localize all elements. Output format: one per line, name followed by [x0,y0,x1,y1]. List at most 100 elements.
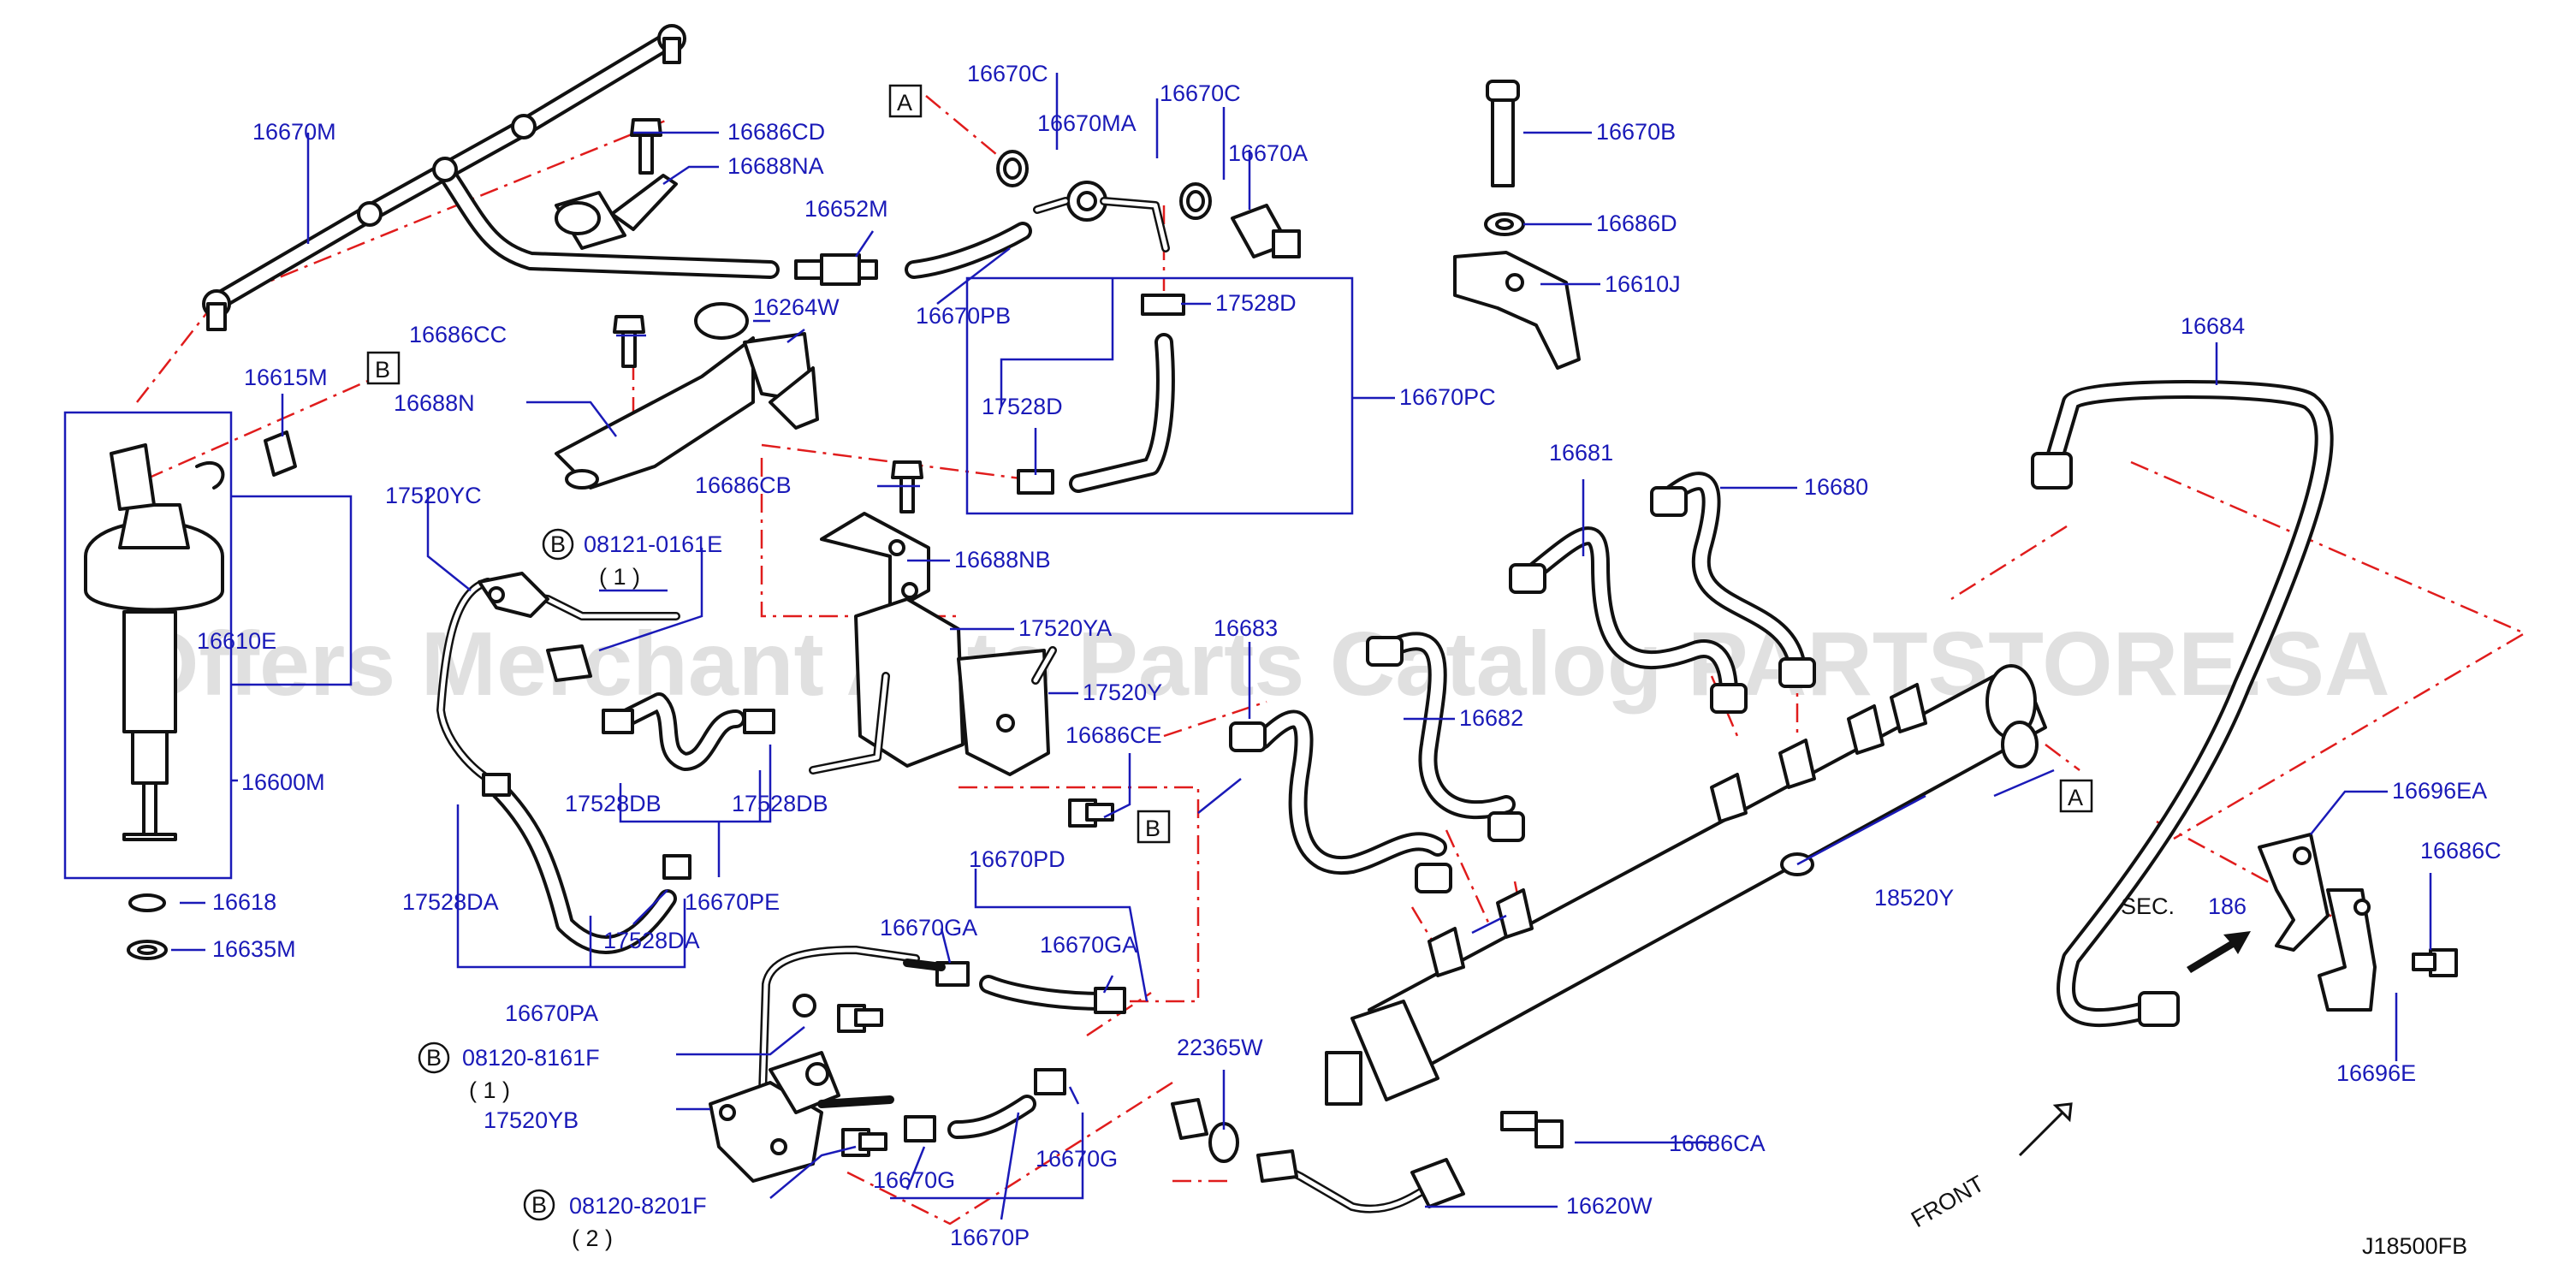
label-08120-8201f-qty: ( 2 ) [572,1225,613,1251]
label-16670c-2[interactable]: 16670C [1160,80,1241,106]
tube-17520yc [436,572,691,954]
injector-16600m [84,443,225,841]
label-16264w[interactable]: 16264W [753,294,840,320]
label-16670ma[interactable]: 16670MA [1037,110,1137,136]
clip-16688na [555,174,678,250]
front-arrow-icon [2018,1102,2073,1157]
leak-off-pipe [202,24,780,331]
part-labels[interactable]: 16670M 16686CD 16688NA 16670C 16670C 166… [197,61,2502,1259]
label-08120-8161f[interactable]: 08120-8161F [462,1045,600,1071]
ref-tag-a-top [888,84,923,118]
seals [127,893,168,960]
sec-arrow-icon [2187,931,2251,973]
label-16686cd[interactable]: 16686CD [727,119,825,145]
label-16686cb[interactable]: 16686CB [695,472,792,498]
label-16670a[interactable]: 16670A [1228,140,1308,166]
sec-label: SEC. [2121,893,2175,919]
label-17528d-1[interactable]: 17528D [1215,290,1297,316]
label-17528db-1[interactable]: 17528DB [565,791,662,816]
sec-number-link[interactable]: 186 [2208,893,2247,919]
label-16682[interactable]: 16682 [1459,705,1523,731]
ref-tags: A A B B B B B [366,84,2093,1221]
label-16670pe[interactable]: 16670PE [685,889,780,915]
label-17520yb[interactable]: 17520YB [484,1107,579,1133]
label-16620w[interactable]: 16620W [1566,1193,1653,1219]
bolt-08120 [837,1004,887,1157]
bolt-16670b [1453,80,1581,370]
bracket-17520y [809,597,1057,776]
label-16610e[interactable]: 16610E [197,628,276,654]
bolt-circle-b-1 [542,528,574,561]
label-17520y[interactable]: 17520Y [1083,680,1162,705]
label-17528da-1[interactable]: 17528DA [402,889,499,915]
label-16670pc[interactable]: 16670PC [1399,384,1496,410]
label-16618[interactable]: 16618 [212,889,276,915]
label-16670m[interactable]: 16670M [252,119,336,145]
label-17528d-2[interactable]: 17528D [982,394,1063,419]
label-08121-0161e-qty: ( 1 ) [599,564,640,590]
label-16670pd[interactable]: 16670PD [969,846,1065,872]
hose-16670pd [817,958,1126,1142]
label-16670ga-2[interactable]: 16670GA [1040,932,1137,958]
bolt-circle-b-3-text: B [531,1192,547,1218]
label-16688na[interactable]: 16688NA [727,153,824,179]
label-16696e[interactable]: 16696E [2336,1060,2416,1086]
front-label: FRONT [1907,1171,1989,1232]
label-16670g-1[interactable]: 16670G [873,1167,955,1193]
label-16670pb[interactable]: 16670PB [916,303,1011,329]
label-16686ce[interactable]: 16686CE [1065,722,1162,748]
label-17528db-2[interactable]: 17528DB [732,791,828,816]
bolt-circle-b-2-text: B [426,1045,442,1071]
label-18520y[interactable]: 18520Y [1874,885,1954,911]
connector-16652m [794,222,1032,286]
label-16610j[interactable]: 16610J [1605,271,1681,297]
label-08120-8201f[interactable]: 08120-8201F [569,1193,707,1219]
label-16635m[interactable]: 16635M [212,936,296,962]
sensor-16620w [1171,1098,1465,1214]
banjo-16670ma [996,150,1301,258]
ref-tag-a-rail-text: A [2068,785,2083,810]
bolt-16686cb [820,460,930,614]
label-17528da-2[interactable]: 17528DA [603,928,700,953]
common-rail-18520y [1325,664,2047,1106]
label-16652m[interactable]: 16652M [804,196,888,222]
label-16683[interactable]: 16683 [1214,615,1278,641]
label-16688n[interactable]: 16688N [394,390,475,416]
component-drawings [84,24,2458,1214]
hp-pipes [1229,380,2334,1028]
bolt-16686ce [1068,798,1114,828]
label-16670c-1[interactable]: 16670C [967,61,1048,86]
hose-16670pe [546,644,775,771]
ref-tag-a-rail [2059,779,2093,813]
bracket-17520yb [709,946,920,1183]
bolt-16686ca [1500,1111,1564,1148]
bolt-circle-b-1-text: B [550,531,566,557]
label-16600m[interactable]: 16600M [241,769,325,795]
brackets-16696 [2258,833,2458,1012]
label-16686ca[interactable]: 16686CA [1669,1131,1766,1156]
label-16680[interactable]: 16680 [1804,474,1868,500]
label-16686cc[interactable]: 16686CC [409,322,507,347]
label-16696ea[interactable]: 16696EA [2392,778,2487,804]
label-16670p[interactable]: 16670P [950,1225,1030,1250]
label-08120-8161f-qty: ( 1 ) [469,1077,510,1103]
label-16670ga-1[interactable]: 16670GA [880,915,977,941]
label-17520ya[interactable]: 17520YA [1018,615,1112,641]
leader-lines [63,73,2432,1220]
label-17520yc[interactable]: 17520YC [385,483,482,508]
ref-tag-b-top-text: B [375,357,390,383]
ref-tag-b-mid [1137,810,1171,844]
label-16670pa[interactable]: 16670PA [505,1000,598,1026]
bolt-circle-b-3 [523,1189,555,1221]
label-16670g-2[interactable]: 16670G [1036,1146,1118,1172]
label-22365w[interactable]: 22365W [1177,1035,1263,1060]
label-16615m[interactable]: 16615M [244,365,328,390]
label-08121-0161e[interactable]: 08121-0161E [584,531,722,557]
label-16686d[interactable]: 16686D [1596,211,1677,236]
label-16684[interactable]: 16684 [2181,313,2245,339]
label-16670b[interactable]: 16670B [1596,119,1676,145]
label-16681[interactable]: 16681 [1549,440,1613,466]
label-16688nb[interactable]: 16688NB [954,547,1051,573]
label-16686c[interactable]: 16686C [2420,838,2502,863]
